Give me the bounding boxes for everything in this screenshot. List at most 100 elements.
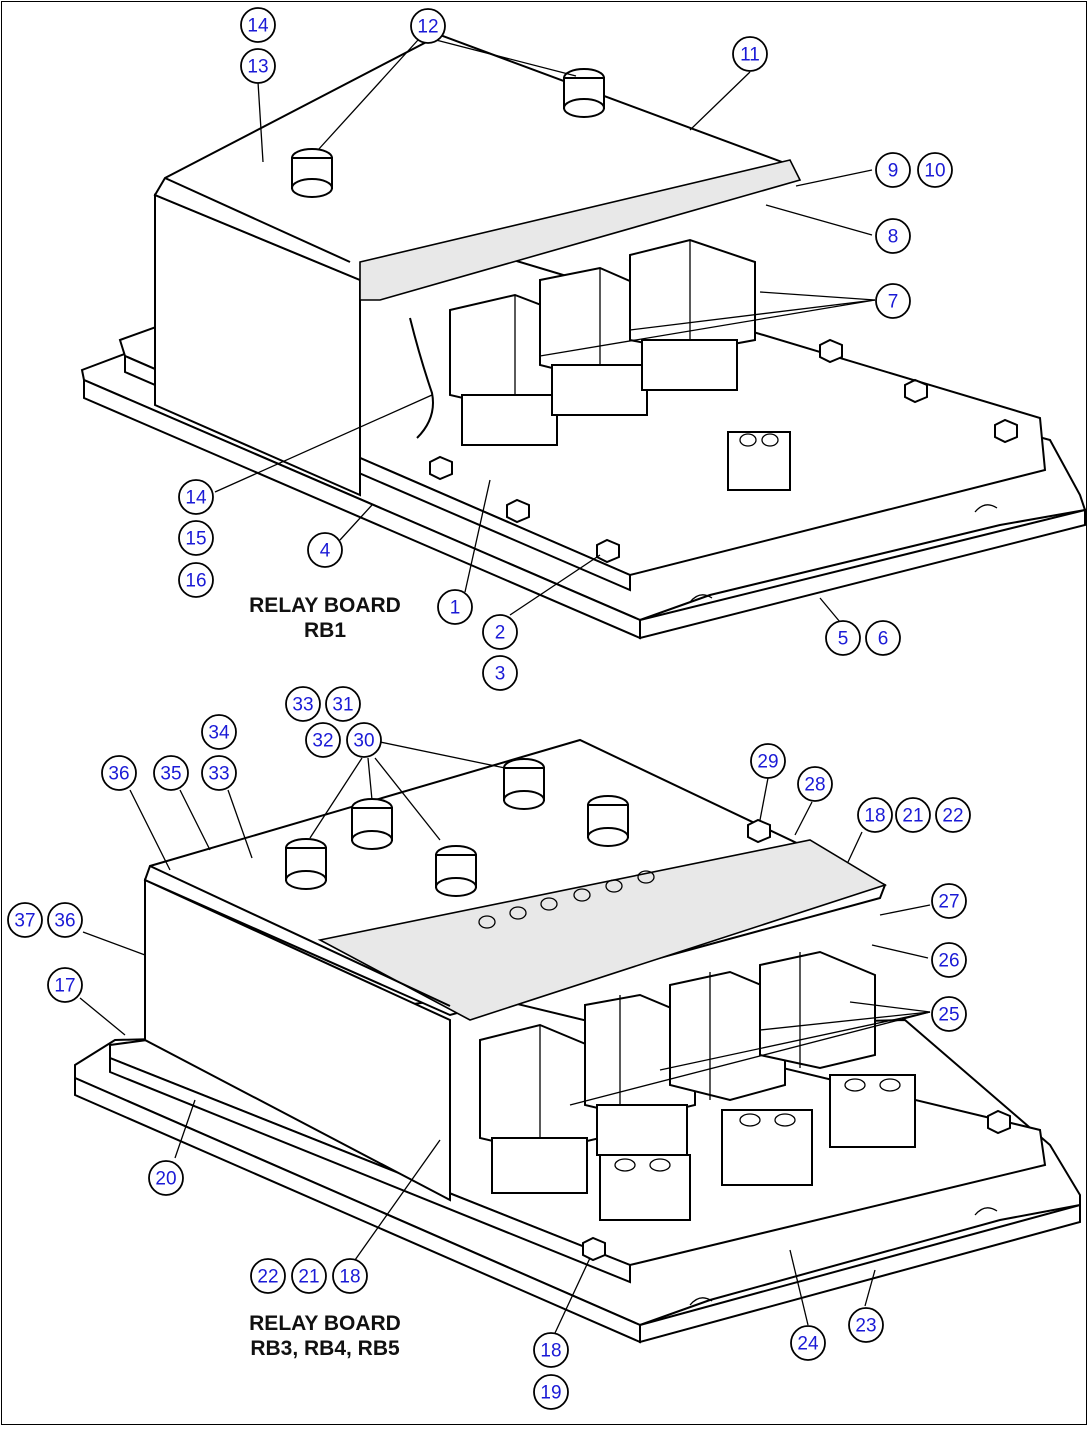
callout-circle xyxy=(178,562,214,598)
callout-circle xyxy=(178,479,214,515)
callout-circle xyxy=(482,655,518,691)
rb3-relay xyxy=(759,950,876,1070)
callout-circle xyxy=(790,1325,826,1361)
callout-number: 26 xyxy=(938,951,959,972)
rb3-fuse-cap xyxy=(435,845,477,897)
callout-number: 1 xyxy=(450,598,461,619)
callout-19: 19 xyxy=(533,1374,569,1410)
callout-circle xyxy=(533,1374,569,1410)
callout-circle xyxy=(931,883,967,919)
callout-circle xyxy=(153,755,189,791)
callout-28: 28 xyxy=(797,766,833,802)
rb3-connector xyxy=(829,1074,916,1148)
rb1-housing-edge xyxy=(164,177,351,263)
rb3-relay xyxy=(479,1023,601,1194)
callout-circle xyxy=(7,902,43,938)
callout-circle xyxy=(346,722,382,758)
callout-circle xyxy=(931,942,967,978)
callout-4: 4 xyxy=(307,532,343,568)
callout-36: 36 xyxy=(101,755,137,791)
relay-board-rb3-assembly xyxy=(74,738,1081,1344)
callout-circle xyxy=(101,755,137,791)
callout-circle xyxy=(750,743,786,779)
callout-25: 25 xyxy=(931,996,967,1032)
callout-2: 2 xyxy=(482,614,518,650)
callout-number: 30 xyxy=(353,731,374,752)
callout-number: 13 xyxy=(247,57,268,78)
rb3-nut xyxy=(582,1236,606,1262)
callout-20: 20 xyxy=(148,1160,184,1196)
rb3-housing-side xyxy=(144,878,451,1202)
callout-number: 25 xyxy=(938,1005,959,1026)
callout-circle xyxy=(437,589,473,625)
callout-number: 28 xyxy=(804,775,825,796)
callout-circle xyxy=(825,620,861,656)
rb3-base-slot xyxy=(974,1207,998,1216)
callout-circle xyxy=(47,902,83,938)
callout-number: 3 xyxy=(495,664,506,685)
callout-number: 22 xyxy=(257,1267,278,1288)
rb3-nut xyxy=(987,1109,1011,1135)
rb3-connector xyxy=(721,1109,813,1186)
rb1-base-plate-side xyxy=(639,508,1086,640)
callout-5: 5 xyxy=(825,620,861,656)
callout-10: 10 xyxy=(917,152,953,188)
callout-number: 14 xyxy=(185,488,207,509)
callout-31: 31 xyxy=(325,686,361,722)
callout-circle xyxy=(931,996,967,1032)
rb3-nut xyxy=(747,818,771,844)
callout-7: 7 xyxy=(875,283,911,319)
rb3-fuse-cap xyxy=(285,838,327,890)
callout-number: 37 xyxy=(14,911,35,932)
rb1-label-line2: RB1 xyxy=(304,619,346,642)
callout-number: 24 xyxy=(797,1334,819,1355)
callout-circle xyxy=(201,755,237,791)
rb1-base-slot xyxy=(974,504,998,513)
callout-circle xyxy=(240,7,276,43)
leader-lines xyxy=(79,39,931,1334)
callout-number: 33 xyxy=(208,764,229,785)
callout-21: 21 xyxy=(895,797,931,833)
callout-17: 17 xyxy=(47,967,83,1003)
callout-16: 16 xyxy=(178,562,214,598)
callout-21: 21 xyxy=(291,1258,327,1294)
rb1-nut xyxy=(994,418,1018,444)
rb3-base-plate-side xyxy=(639,1203,1081,1344)
callout-circle xyxy=(797,766,833,802)
callout-number: 5 xyxy=(838,629,849,650)
callout-11: 11 xyxy=(732,36,768,72)
relay-board-rb1-assembly xyxy=(80,33,1087,640)
callout-number: 33 xyxy=(292,695,313,716)
callout-circle xyxy=(148,1160,184,1196)
callout-number: 21 xyxy=(902,806,923,827)
callout-circle xyxy=(307,532,343,568)
callout-14: 14 xyxy=(240,7,276,43)
rb1-nut xyxy=(904,378,928,404)
callout-26: 26 xyxy=(931,942,967,978)
callout-18: 18 xyxy=(533,1332,569,1368)
callout-13: 13 xyxy=(240,48,276,84)
rb1-relay xyxy=(629,238,756,391)
callout-circle xyxy=(865,620,901,656)
callout-circle xyxy=(533,1332,569,1368)
callout-30: 30 xyxy=(346,722,382,758)
callout-circle xyxy=(848,1307,884,1343)
callout-circle xyxy=(875,283,911,319)
callout-circle xyxy=(291,1258,327,1294)
callout-number: 18 xyxy=(540,1341,561,1362)
callout-circle xyxy=(332,1258,368,1294)
rb3-label-line1: RELAY BOARD xyxy=(249,1312,401,1335)
callout-circle xyxy=(482,614,518,650)
rb1-base-slot xyxy=(689,594,713,603)
callout-number: 31 xyxy=(332,695,353,716)
callout-number: 21 xyxy=(298,1267,319,1288)
callout-circle xyxy=(285,686,321,722)
callout-6: 6 xyxy=(865,620,901,656)
callout-29: 29 xyxy=(750,743,786,779)
callout-circle xyxy=(201,714,237,750)
callout-22: 22 xyxy=(935,797,971,833)
callout-circle xyxy=(410,8,446,44)
callout-34: 34 xyxy=(201,714,237,750)
callout-35: 35 xyxy=(153,755,189,791)
